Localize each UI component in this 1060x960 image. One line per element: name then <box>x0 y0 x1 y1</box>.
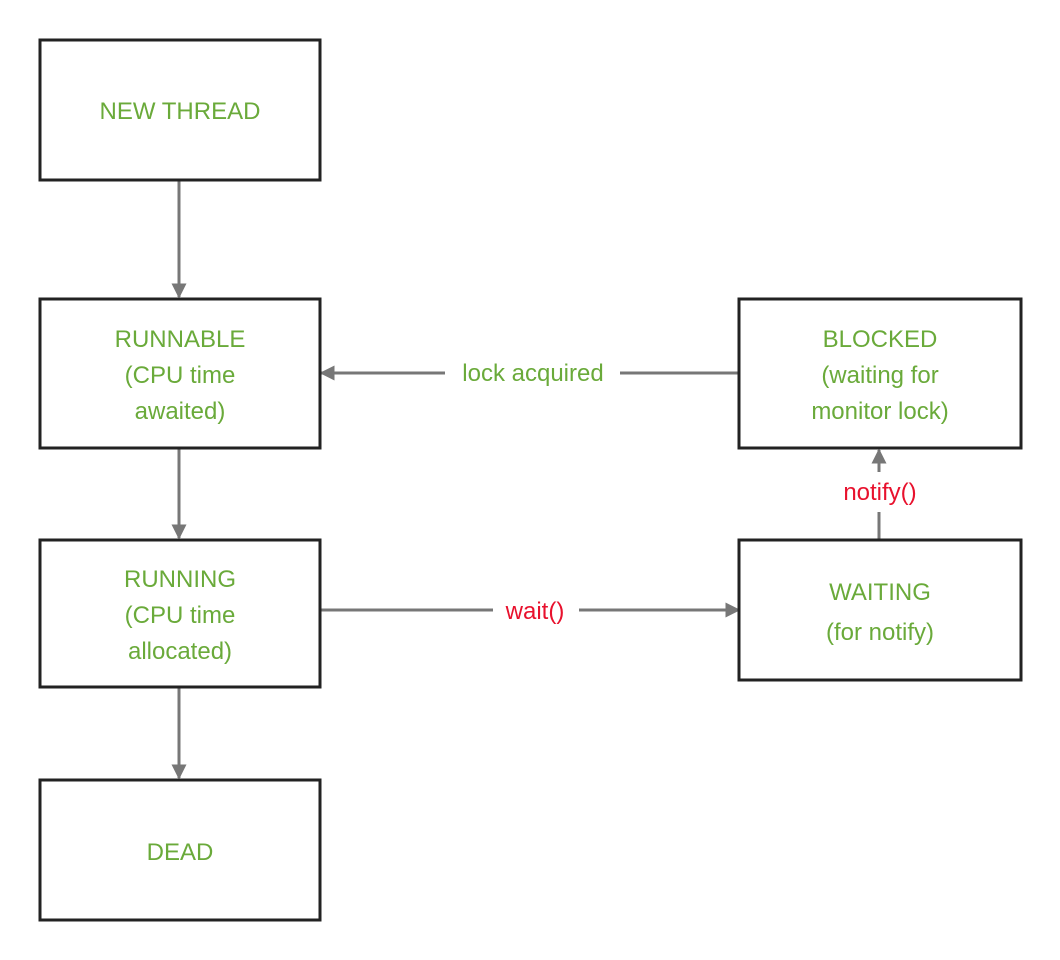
label-wait: wait() <box>505 598 565 625</box>
state-blocked-line-3: monitor lock) <box>811 398 948 425</box>
state-blocked-line-1: BLOCKED <box>823 326 938 353</box>
label-lock-acquired-group: lock acquired <box>445 355 620 391</box>
state-waiting: WAITING (for notify) <box>737 538 1023 682</box>
state-new-thread: NEW THREAD <box>38 38 322 182</box>
state-dead-label: DEAD <box>147 839 214 866</box>
state-running-line-2: (CPU time <box>125 602 236 629</box>
label-notify: notify() <box>843 479 916 506</box>
state-blocked-line-2: (waiting for <box>821 362 938 389</box>
label-lock-acquired: lock acquired <box>462 360 603 387</box>
state-waiting-line-1: WAITING <box>829 579 931 606</box>
state-runnable-line-3: awaited) <box>135 398 226 425</box>
label-wait-group: wait() <box>493 592 579 628</box>
state-running-line-1: RUNNING <box>124 566 236 593</box>
state-runnable-line-1: RUNNABLE <box>115 326 246 353</box>
state-runnable: RUNNABLE (CPU time awaited) <box>38 297 322 450</box>
state-blocked: BLOCKED (waiting for monitor lock) <box>737 297 1023 450</box>
label-notify-group: notify() <box>833 472 927 512</box>
state-waiting-line-2: (for notify) <box>826 619 934 646</box>
state-new-thread-label: NEW THREAD <box>100 98 261 125</box>
state-runnable-line-2: (CPU time <box>125 362 236 389</box>
state-running: RUNNING (CPU time allocated) <box>38 538 322 689</box>
state-dead: DEAD <box>38 778 322 922</box>
state-running-line-3: allocated) <box>128 638 232 665</box>
